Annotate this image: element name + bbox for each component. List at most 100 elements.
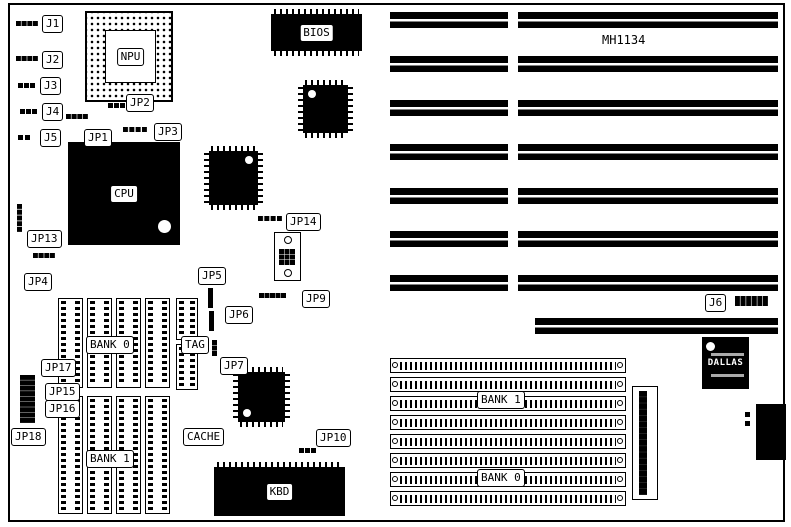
jp9-pins [259, 293, 286, 302]
simm-socket-2 [390, 377, 626, 392]
jp3-pins [123, 127, 147, 135]
simm-hole-right [617, 438, 623, 444]
label-jp9: JP9 [302, 290, 330, 308]
jp6-pins [209, 311, 217, 331]
qfp-chip-1 [298, 80, 353, 138]
npu-socket-label: NPU [116, 47, 145, 66]
qfp-chip-2-bottom-pins [211, 205, 256, 210]
isa-slot-left-4 [390, 144, 508, 160]
qfp-chip-3-top-pins [240, 367, 283, 372]
simm-hole-right [617, 400, 623, 406]
dallas-rtc-chip-brand: DALLAS [707, 358, 744, 368]
simm-hole-left [392, 419, 398, 425]
mount-header-connector [274, 232, 301, 281]
cpu-chip-pin1-dot [158, 220, 171, 233]
j1-pins [16, 21, 38, 29]
qfp-chip-1-left-pins [298, 87, 303, 131]
simm-socket-6 [390, 453, 626, 468]
qfp-chip-3 [233, 367, 290, 427]
simm-hole-left [392, 400, 398, 406]
isa-slot-bottom [535, 318, 778, 334]
label-jp6: JP6 [225, 306, 253, 324]
label-j3: J3 [40, 77, 62, 95]
simm-socket-1 [390, 358, 626, 373]
label-j1: J1 [42, 15, 64, 33]
bios-chip-top-pins [274, 9, 359, 14]
label-j5: J5 [40, 129, 62, 147]
mount-header-connector-hole-top [284, 236, 292, 244]
qfp-chip-1-right-pins [348, 87, 353, 131]
tag-dip-1 [176, 298, 198, 340]
j5-pins [18, 135, 30, 143]
qfp-chip-1-bottom-pins [305, 133, 346, 138]
mount-header-connector-pins [279, 249, 295, 265]
bios-chip-bottom-pins [274, 51, 359, 56]
label-jp16: JP16 [45, 400, 80, 418]
label-jp2: JP2 [126, 94, 154, 112]
label-jp14: JP14 [286, 213, 321, 231]
cpu-chip: CPU [68, 142, 180, 245]
isa-slot-left-1 [390, 12, 508, 28]
jp2-pins [108, 103, 125, 111]
label-jp4: JP4 [24, 273, 52, 291]
bank1-dip-4 [145, 396, 170, 514]
mount-header-connector-hole-bottom [284, 269, 292, 277]
simm-hole-left [392, 457, 398, 463]
label-jp3: JP3 [154, 123, 182, 141]
kbd-chip: KBD [214, 462, 345, 516]
isa-slot-right-5 [518, 188, 778, 204]
edge-connector [756, 404, 786, 460]
isa-slot-left-7 [390, 275, 508, 291]
qfp-chip-2-right-pins [258, 153, 263, 203]
bank1-dip-1 [58, 396, 83, 514]
qfp-chip-2-left-pins [204, 153, 209, 203]
label-bank1-right: BANK 1 [477, 391, 525, 409]
bios-chip-label: BIOS [299, 23, 334, 42]
jp15-jp18-pins [20, 375, 35, 423]
simm-hole-left [392, 495, 398, 501]
board-model-text: MH1134 [602, 33, 646, 47]
qfp-chip-1-pin1-dot [308, 90, 316, 98]
simm-socket-5 [390, 434, 626, 449]
label-j4: J4 [42, 103, 64, 121]
isa-slot-right-2 [518, 56, 778, 72]
aux-power-connector [632, 386, 658, 500]
qfp-chip-3-left-pins [233, 374, 238, 420]
isa-slot-right-4 [518, 144, 778, 160]
jp4-pins [33, 253, 55, 262]
isa-slot-right-7 [518, 275, 778, 291]
simm-hole-right [617, 419, 623, 425]
label-jp5: JP5 [198, 267, 226, 285]
j4-pins [20, 109, 37, 117]
cpu-chip-label: CPU [110, 184, 138, 203]
label-j2: J2 [42, 51, 64, 69]
simm-hole-right [617, 457, 623, 463]
simm-hole-right [617, 381, 623, 387]
jp1-pins [66, 114, 88, 122]
dallas-rtc-chip-text-line-2 [711, 374, 745, 378]
label-bank0-left: BANK 0 [86, 336, 134, 354]
simm-hole-left [392, 381, 398, 387]
kbd-chip-top-pins [217, 462, 342, 467]
qfp-chip-3-pin1-dot [243, 409, 251, 417]
simm-hole-left [392, 438, 398, 444]
isa-slot-right-6 [518, 231, 778, 247]
simm-hole-right [617, 495, 623, 501]
j6-pins [735, 296, 768, 306]
label-j6: J6 [705, 294, 727, 312]
label-jp1: JP1 [84, 129, 112, 147]
simm-hole-right [617, 362, 623, 368]
label-jp7: JP7 [220, 357, 248, 375]
isa-slot-right-3 [518, 100, 778, 116]
tag-dip-2 [176, 344, 198, 390]
edge-pins [745, 412, 754, 426]
qfp-chip-1-top-pins [305, 80, 346, 85]
j2-pins [16, 56, 38, 64]
j3-pins [18, 83, 35, 91]
jp7-pins [212, 340, 220, 356]
jp14-pins [258, 216, 282, 224]
npu-socket: NPU [85, 11, 173, 102]
label-cache: CACHE [183, 428, 225, 446]
label-jp17: JP17 [41, 359, 76, 377]
